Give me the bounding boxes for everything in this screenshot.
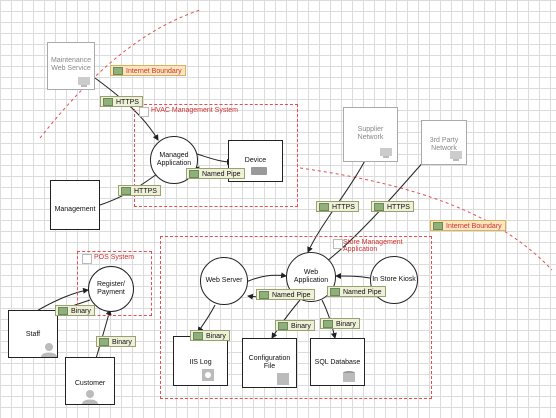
internet-boundary-curve-2 <box>299 167 553 271</box>
managed-app-label: Managed Application <box>156 152 192 167</box>
internet-boundary-curve-1 <box>39 9 201 139</box>
flow-label-text: Named Pipe <box>343 289 382 296</box>
third-party-network-entity[interactable]: 3rd Party Network <box>421 120 467 165</box>
staff-entity[interactable]: Staff <box>8 310 58 358</box>
flow-label-binary[interactable]: Binary <box>320 318 360 329</box>
flow-line-staff-register <box>34 287 89 313</box>
flow-icon <box>278 322 288 330</box>
flow-icon <box>189 170 199 178</box>
server-icon <box>380 148 392 158</box>
flow-line-webserver-webapp <box>245 272 287 283</box>
flow-icon <box>103 98 113 106</box>
flow-label-text: Named Pipe <box>202 171 241 178</box>
third-party-label: 3rd Party Network <box>429 137 459 152</box>
management-entity[interactable]: Management <box>50 180 100 230</box>
flow-label-text: Binary <box>71 308 91 315</box>
flow-label-binary[interactable]: Binary <box>275 320 315 331</box>
server-icon <box>78 77 90 87</box>
web-app-label: Web Application <box>293 269 329 284</box>
pos-zone[interactable]: POS System <box>77 251 152 316</box>
zone-checkbox-icon <box>333 239 343 249</box>
flow-line-thirdparty-webapp <box>321 159 426 266</box>
internet-boundary-label[interactable]: Internet Boundary <box>430 220 506 231</box>
boundary-icon <box>433 222 443 230</box>
iis-log-label: IIS Log <box>189 359 212 366</box>
flow-label-text: Binary <box>291 323 311 330</box>
maintenance-web-service-entity[interactable]: Maintenance Web Service <box>47 42 95 90</box>
flow-icon <box>259 291 269 299</box>
supplier-network-entity[interactable]: Supplier Network <box>343 107 398 162</box>
sql-database-label: SQL Database <box>314 359 361 366</box>
web-server-label: Web Server <box>205 277 243 284</box>
configuration-file-store[interactable]: Configuration File <box>242 338 297 388</box>
hvac-zone[interactable]: HVAC Management System <box>134 104 298 207</box>
flow-label-binary[interactable]: Binary <box>96 336 136 347</box>
device-icon <box>251 167 267 175</box>
flow-label-text: Binary <box>336 321 356 328</box>
customer-label: Customer <box>74 380 106 387</box>
flow-icon <box>121 187 131 195</box>
flow-line-webserver-iislog <box>197 304 216 333</box>
flow-icon <box>323 320 333 328</box>
boundary-icon <box>113 67 123 75</box>
flow-label-text: Binary <box>112 339 132 346</box>
customer-entity[interactable]: Customer <box>65 357 115 405</box>
hvac-zone-label: HVAC Management System <box>151 107 239 114</box>
supplier-label: Supplier Network <box>357 126 384 141</box>
store-zone[interactable]: Store Management Application <box>160 236 432 399</box>
iis-log-store[interactable]: IIS Log <box>173 336 228 386</box>
management-label: Management <box>54 206 96 213</box>
flow-line-kiosk-webapp <box>335 273 371 280</box>
internet-boundary-text: Internet Boundary <box>126 68 182 75</box>
flow-line-webapp-config <box>271 299 301 339</box>
flow-label-named-pipe[interactable]: Named Pipe <box>256 289 315 300</box>
flow-label-named-pipe[interactable]: Named Pipe <box>327 286 386 297</box>
store-zone-label: Store Management Application <box>343 239 403 253</box>
person-icon <box>82 390 98 404</box>
flow-icon <box>374 203 384 211</box>
flow-icon <box>99 338 109 346</box>
register-label: Register/ Payment <box>96 281 125 296</box>
flow-icon <box>193 332 203 340</box>
database-icon <box>343 371 355 382</box>
kiosk-label: In Store Kiosk <box>372 276 416 283</box>
flow-label-https[interactable]: HTTPS <box>316 201 359 212</box>
zone-checkbox-icon <box>82 254 92 264</box>
flow-label-https[interactable]: HTTPS <box>118 185 161 196</box>
flow-label-binary[interactable]: Binary <box>190 330 230 341</box>
person-icon <box>41 343 57 357</box>
staff-label: Staff <box>25 331 41 338</box>
flow-label-text: Named Pipe <box>272 292 311 299</box>
flow-label-text: Binary <box>206 333 226 340</box>
flow-label-named-pipe[interactable]: Named Pipe <box>186 168 245 179</box>
flow-label-binary[interactable]: Binary <box>55 305 95 316</box>
device-label: Device <box>244 157 267 164</box>
flow-icon <box>330 288 340 296</box>
flow-label-text: HTTPS <box>332 204 355 211</box>
web-server-process[interactable]: Web Server <box>200 257 248 305</box>
flow-label-text: HTTPS <box>116 99 139 106</box>
flow-icon <box>319 203 329 211</box>
server-icon <box>450 151 462 161</box>
flow-label-text: HTTPS <box>387 204 410 211</box>
sql-database-store[interactable]: SQL Database <box>310 338 365 386</box>
internet-boundary-text: Internet Boundary <box>446 223 502 230</box>
internet-boundary-label[interactable]: Internet Boundary <box>110 65 186 76</box>
flow-icon <box>58 307 68 315</box>
maintenance-label: Maintenance Web Service <box>50 57 92 72</box>
log-file-icon <box>202 369 214 381</box>
flow-label-https[interactable]: HTTPS <box>100 96 143 107</box>
pos-zone-label: POS System <box>94 254 135 261</box>
flow-label-https[interactable]: HTTPS <box>371 201 414 212</box>
flow-line-maintenance-managed <box>94 77 159 141</box>
zone-checkbox-icon <box>139 107 149 117</box>
config-file-label: Configuration File <box>248 355 291 370</box>
config-file-icon <box>277 373 289 385</box>
flow-label-text: HTTPS <box>134 188 157 195</box>
register-payment-process[interactable]: Register/ Payment <box>88 266 134 312</box>
